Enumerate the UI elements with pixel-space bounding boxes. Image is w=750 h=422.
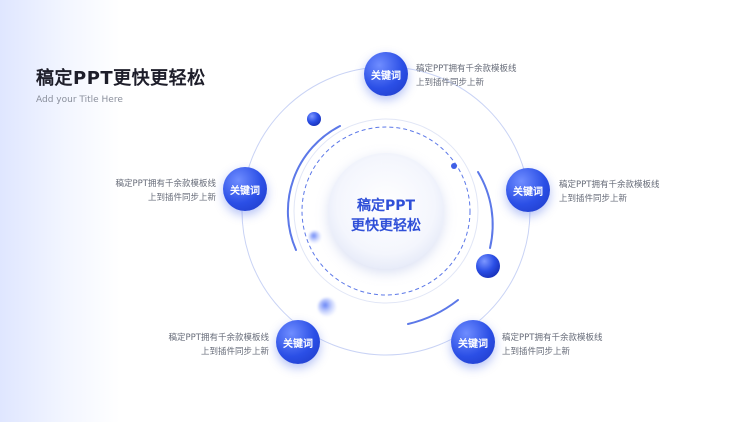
arc-accent-bottom <box>407 299 459 325</box>
keyword-desc-top: 稿定PPT拥有千余款模板线 上到插件同步上新 <box>416 62 516 90</box>
keyword-node-top[interactable]: 关键词 <box>364 52 408 96</box>
center-label-line2: 更快更轻松 <box>351 218 421 234</box>
arc-accent-left <box>286 125 341 251</box>
inner-faint-ring <box>293 118 479 304</box>
center-label: 稿定PPT 更快更轻松 <box>316 196 456 236</box>
arc-accent-right <box>477 171 494 249</box>
desc-line: 稿定PPT拥有千余款模板线 <box>115 179 216 189</box>
keyword-desc-right: 稿定PPT拥有千余款模板线 上到插件同步上新 <box>559 178 659 206</box>
background-glow <box>0 0 120 422</box>
keyword-node-right[interactable]: 关键词 <box>506 168 550 212</box>
keyword-node-bottom-right[interactable]: 关键词 <box>451 320 495 364</box>
dashed-ring <box>301 126 471 296</box>
decor-dot-small <box>307 112 321 126</box>
desc-line: 上到插件同步上新 <box>559 194 628 204</box>
keyword-node-bottom-left[interactable]: 关键词 <box>276 320 320 364</box>
desc-line: 稿定PPT拥有千余款模板线 <box>168 333 269 343</box>
keyword-desc-bottom-right: 稿定PPT拥有千余款模板线 上到插件同步上新 <box>502 331 602 359</box>
desc-line: 上到插件同步上新 <box>502 347 571 357</box>
core-circle <box>328 153 444 269</box>
center-label-line1: 稿定PPT <box>356 198 416 214</box>
desc-line: 上到插件同步上新 <box>147 193 216 203</box>
keyword-node-left[interactable]: 关键词 <box>223 167 267 211</box>
decor-dot-fuzzy-2 <box>318 298 336 316</box>
decor-dot-tiny <box>451 163 457 169</box>
desc-line: 上到插件同步上新 <box>416 78 485 88</box>
desc-line: 稿定PPT拥有千余款模板线 <box>416 64 517 74</box>
desc-line: 稿定PPT拥有千余款模板线 <box>502 333 603 343</box>
page-title: 稿定PPT更快更轻松 <box>36 68 206 89</box>
desc-line: 上到插件同步上新 <box>200 347 269 357</box>
page-subtitle: Add your Title Here <box>36 95 123 105</box>
keyword-desc-bottom-left: 稿定PPT拥有千余款模板线 上到插件同步上新 <box>157 331 269 359</box>
decor-dot-fuzzy-1 <box>309 231 321 243</box>
decor-dot-large <box>476 254 500 278</box>
keyword-desc-left: 稿定PPT拥有千余款模板线 上到插件同步上新 <box>104 177 216 205</box>
desc-line: 稿定PPT拥有千余款模板线 <box>559 180 660 190</box>
